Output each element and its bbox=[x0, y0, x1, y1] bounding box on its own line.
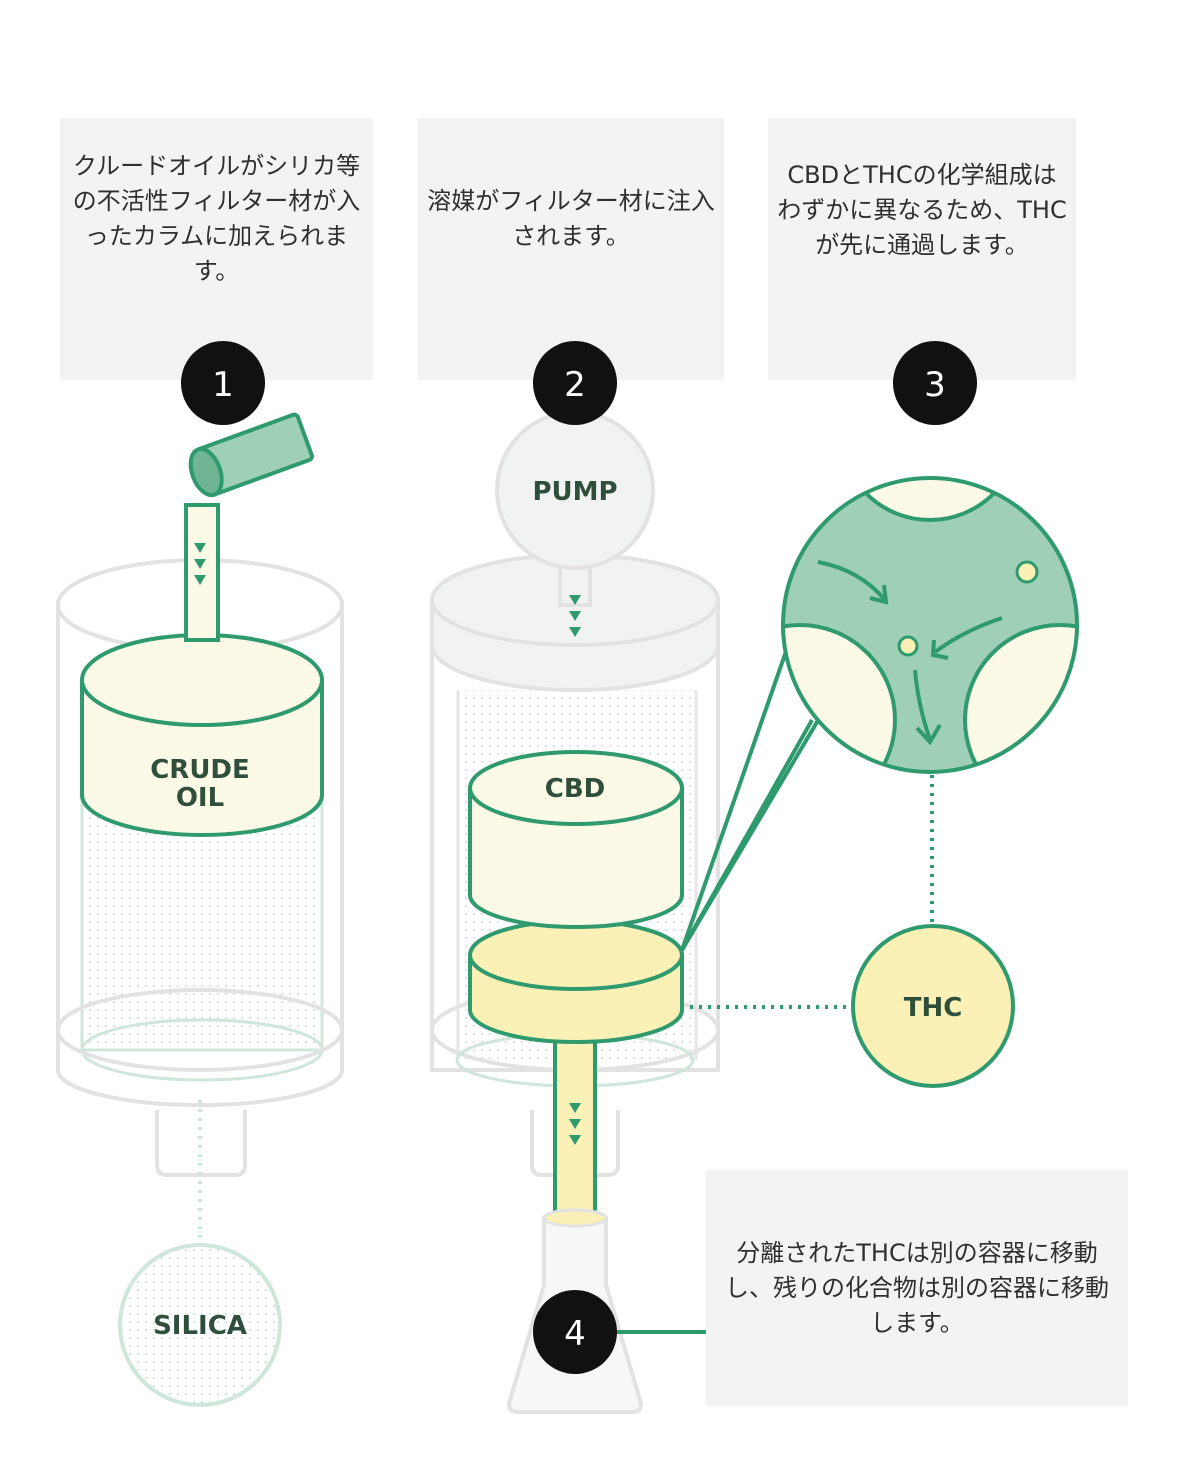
column-1: CRUDE OIL SILICA bbox=[56, 412, 344, 1407]
pump-label: PUMP bbox=[532, 477, 617, 507]
step-number-1: 1 bbox=[212, 365, 234, 405]
step-number-2: 2 bbox=[564, 365, 586, 405]
cbd-puck bbox=[468, 788, 684, 929]
column-2: PUMP CBD bbox=[430, 410, 720, 1414]
pouring-beaker bbox=[188, 412, 314, 498]
crude-oil-label-line2: OIL bbox=[176, 783, 224, 813]
magnifier-circle bbox=[781, 476, 1079, 774]
step-2-caption: 溶媒がフィルター材に注入されます。 bbox=[418, 118, 724, 380]
step-badge-1: 1 bbox=[181, 341, 265, 425]
crude-oil-label-line1: CRUDE bbox=[150, 755, 250, 785]
step-4-caption: 分離されたTHCは別の容器に移動し、残りの化合物は別の容器に移動します。 bbox=[706, 1170, 1128, 1406]
step-badge-4: 4 bbox=[533, 1290, 617, 1374]
silica-circle bbox=[118, 1243, 282, 1407]
cbd-label: CBD bbox=[545, 774, 605, 804]
step-3-text: CBDとTHCの化学組成はわずかに異なるため、THCが先に通過します。 bbox=[777, 160, 1067, 259]
step-2-text: 溶媒がフィルター材に注入されます。 bbox=[427, 187, 715, 250]
silica-bed bbox=[80, 798, 324, 1052]
step-4-text: 分離されたTHCは別の容器に移動し、残りの化合物は別の容器に移動します。 bbox=[725, 1238, 1109, 1337]
magnifier: THC bbox=[680, 476, 1079, 1088]
step-1-caption: クルードオイルがシリカ等の不活性フィルター材が入ったカラムに加えられます。 bbox=[60, 118, 373, 380]
thc-circle bbox=[851, 924, 1015, 1088]
thc-label: THC bbox=[904, 993, 963, 1023]
step-number-4: 4 bbox=[564, 1314, 586, 1354]
step-badge-3: 3 bbox=[893, 341, 977, 425]
step-number-3: 3 bbox=[924, 365, 946, 405]
silica-label: SILICA bbox=[153, 1311, 247, 1341]
step-3-caption: CBDとTHCの化学組成はわずかに異なるため、THCが先に通過します。 bbox=[768, 118, 1076, 380]
step-1-text: クルードオイルがシリカ等の不活性フィルター材が入ったカラムに加えられます。 bbox=[72, 152, 361, 285]
step-badge-2: 2 bbox=[533, 341, 617, 425]
